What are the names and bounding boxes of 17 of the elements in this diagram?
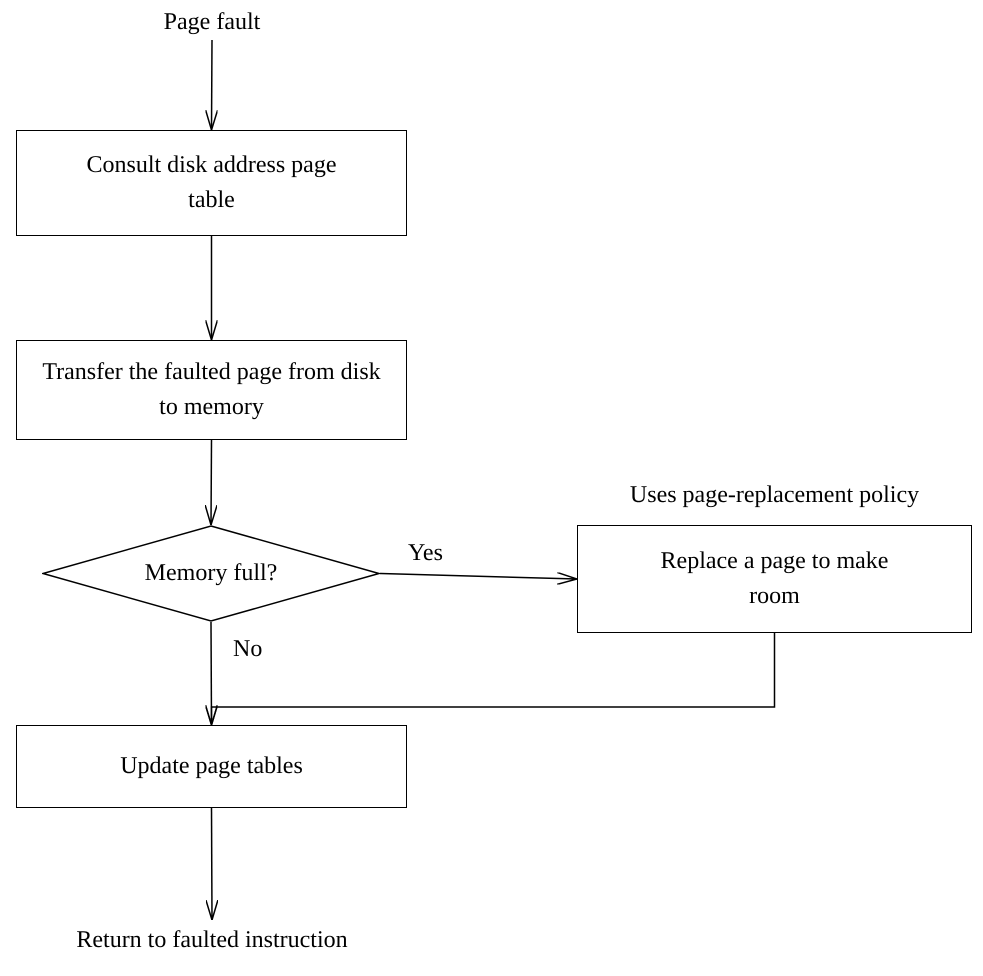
- arrow: [204, 40, 218, 131]
- node-caption: Uses page-replacement policy: [630, 482, 920, 509]
- process-box: [16, 725, 407, 808]
- node-text: Consult disk address page table: [86, 151, 338, 215]
- flow-text: Page fault: [164, 8, 260, 37]
- arrow: [380, 572, 578, 586]
- node-text: Memory full?: [144, 559, 278, 588]
- arrow: [205, 808, 219, 921]
- node-text: Replace a page to make room: [660, 547, 890, 611]
- node-text: Update page tables: [120, 752, 303, 782]
- arrow: [204, 236, 218, 341]
- process-box: [16, 340, 407, 440]
- arrow: [204, 440, 218, 526]
- flow-text: Return to faulted instruction: [76, 926, 348, 955]
- process-box: [16, 130, 407, 236]
- node-text: Transfer the faulted page from disk to memory: [41, 358, 382, 422]
- arrow: [204, 633, 776, 726]
